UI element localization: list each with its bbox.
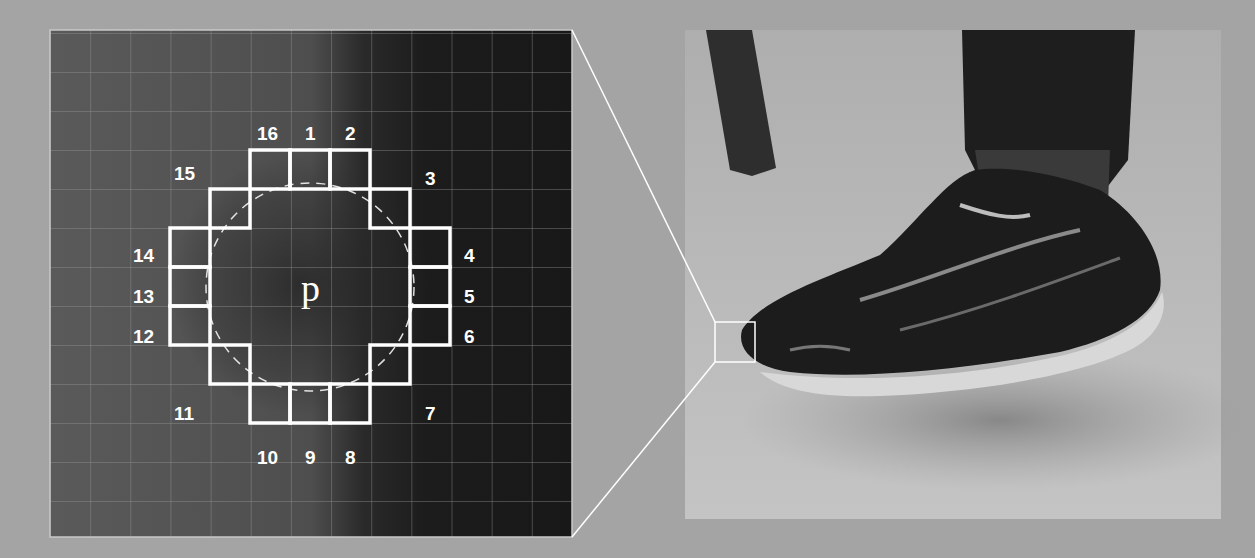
callout-number: 5 [464, 287, 475, 306]
callout-number: 8 [345, 448, 356, 467]
bresenham-circle [206, 183, 414, 391]
callout-number: 1 [305, 124, 316, 143]
callout-number: 12 [133, 327, 154, 346]
shoe-photo [685, 30, 1255, 519]
callout-number: 4 [464, 246, 475, 265]
callout-number: 7 [425, 404, 436, 423]
callout-number: 3 [425, 169, 436, 188]
circle-pixels [170, 150, 450, 423]
callout-number: 2 [345, 124, 356, 143]
callout-number: 10 [257, 448, 278, 467]
callout-number: 13 [133, 287, 154, 306]
center-pixel-label: p [301, 269, 320, 307]
callout-number: 14 [133, 246, 154, 265]
callout-number: 16 [257, 124, 278, 143]
zoom-lines [572, 30, 715, 537]
pixel-grid [50, 30, 572, 537]
callout-number: 15 [174, 164, 195, 183]
callout-number: 9 [305, 448, 316, 467]
callout-number: 11 [174, 404, 194, 423]
callout-number: 6 [464, 327, 475, 346]
